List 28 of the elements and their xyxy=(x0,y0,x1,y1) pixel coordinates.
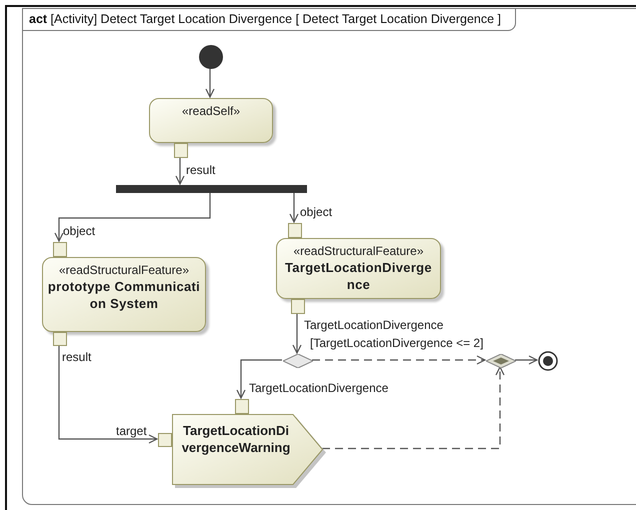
stereotype-label: «readStructuralFeature» xyxy=(293,244,424,259)
arrow xyxy=(289,192,299,223)
pin-label: TargetLocationDivergence xyxy=(249,381,388,395)
action-name: TargetLocationDivergenceWarning xyxy=(180,422,292,456)
action-box xyxy=(42,257,206,332)
pin-label: object xyxy=(63,224,96,238)
pin-label: object xyxy=(300,205,332,219)
pin-label: result xyxy=(186,163,216,177)
action-name: prototype Communication System xyxy=(47,278,201,312)
action-box xyxy=(149,98,273,143)
arrow xyxy=(205,68,215,98)
stereotype-label: «readStructuralFeature» xyxy=(58,263,190,278)
dashed-arrow xyxy=(322,366,505,450)
stereotype-label: «readSelf» xyxy=(182,104,240,119)
arrow xyxy=(515,355,538,365)
guard-label: [TargetLocationDivergence <= 2] xyxy=(310,336,484,350)
action-box xyxy=(276,238,441,299)
frame-title: act [Activity] Detect Target Location Divergence [ Detect Target Location Divergence ] xyxy=(29,11,502,28)
arrow xyxy=(175,157,185,185)
pin-label: target xyxy=(116,424,147,438)
dashed-arrow xyxy=(312,355,486,365)
pin-label: TargetLocationDivergence xyxy=(304,318,444,332)
arrow xyxy=(292,313,302,354)
arrow xyxy=(236,359,282,399)
arrow xyxy=(54,192,211,242)
action-name: TargetLocationDivergence xyxy=(284,259,433,293)
arrow xyxy=(58,345,158,444)
pin-label: result xyxy=(62,350,92,364)
